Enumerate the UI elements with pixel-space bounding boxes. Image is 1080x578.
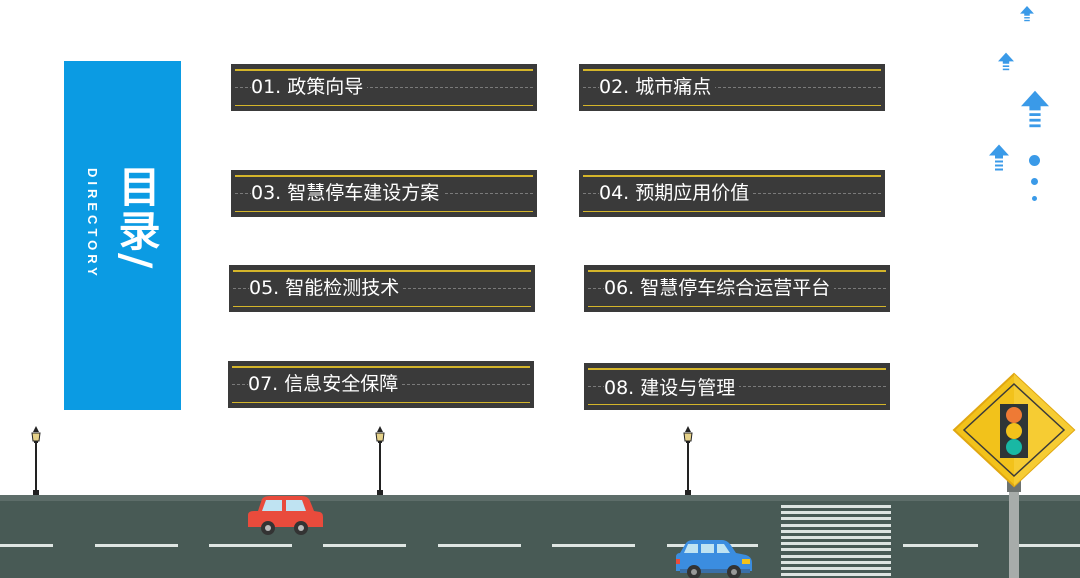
lane-marking bbox=[323, 544, 406, 547]
toc-item-label: 03. 智慧停车建设方案 bbox=[251, 180, 444, 206]
accent-line bbox=[583, 104, 881, 106]
toc-item-label: 01. 政策向导 bbox=[251, 74, 368, 100]
accent-line bbox=[588, 403, 886, 405]
street-lamp-icon bbox=[683, 426, 693, 496]
dot-icon bbox=[1029, 155, 1040, 166]
toc-item-06[interactable]: 06. 智慧停车综合运营平台 bbox=[584, 265, 890, 312]
accent-line bbox=[583, 210, 881, 212]
toc-item-label: 06. 智慧停车综合运营平台 bbox=[604, 275, 835, 301]
accent-line bbox=[583, 175, 881, 177]
toc-item-04[interactable]: 04. 预期应用价值 bbox=[579, 170, 885, 217]
blue-car-icon bbox=[676, 540, 752, 578]
toc-item-label: 07. 信息安全保障 bbox=[248, 371, 403, 397]
dot-icon bbox=[1032, 196, 1037, 201]
lane-marking bbox=[209, 544, 292, 547]
lane-marking bbox=[903, 544, 978, 547]
directory-title: 目录/ bbox=[112, 165, 161, 271]
arrow-up-icon bbox=[989, 144, 1009, 171]
arrow-up-icon bbox=[998, 52, 1014, 71]
toc-item-label: 08. 建设与管理 bbox=[604, 375, 740, 401]
lane-marking bbox=[95, 544, 178, 547]
toc-item-label: 05. 智能检测技术 bbox=[249, 275, 404, 301]
toc-item-label: 02. 城市痛点 bbox=[599, 74, 716, 100]
toc-item-05[interactable]: 05. 智能检测技术 bbox=[229, 265, 535, 312]
street-lamp-icon bbox=[375, 426, 385, 496]
traffic-light-sign-icon bbox=[952, 372, 1076, 578]
accent-line bbox=[233, 270, 531, 272]
dashed-line bbox=[235, 87, 533, 88]
red-car-icon bbox=[248, 496, 323, 535]
accent-line bbox=[235, 69, 533, 71]
lane-marking bbox=[438, 544, 521, 547]
lane-marking bbox=[0, 544, 53, 547]
toc-item-08[interactable]: 08. 建设与管理 bbox=[584, 363, 890, 410]
accent-line bbox=[588, 368, 886, 370]
directory-subtitle: DIRECTORY bbox=[85, 168, 100, 280]
accent-line bbox=[232, 401, 530, 403]
accent-line bbox=[232, 366, 530, 368]
lane-marking bbox=[1018, 544, 1080, 547]
dot-icon bbox=[1031, 178, 1038, 185]
toc-item-label: 04. 预期应用价值 bbox=[599, 180, 754, 206]
arrow-up-icon bbox=[1021, 90, 1049, 128]
toc-item-07[interactable]: 07. 信息安全保障 bbox=[228, 361, 534, 408]
street-lamp-icon bbox=[31, 426, 41, 496]
arrow-up-icon bbox=[1020, 6, 1034, 22]
toc-item-03[interactable]: 03. 智慧停车建设方案 bbox=[231, 170, 537, 217]
directory-panel bbox=[64, 61, 181, 410]
dashed-line bbox=[583, 87, 881, 88]
crosswalk bbox=[781, 505, 891, 578]
accent-line bbox=[588, 270, 886, 272]
accent-line bbox=[235, 175, 533, 177]
accent-line bbox=[583, 69, 881, 71]
accent-line bbox=[233, 305, 531, 307]
lane-marking bbox=[552, 544, 635, 547]
accent-line bbox=[235, 210, 533, 212]
accent-line bbox=[235, 104, 533, 106]
road bbox=[0, 495, 1080, 578]
toc-item-01[interactable]: 01. 政策向导 bbox=[231, 64, 537, 111]
accent-line bbox=[588, 305, 886, 307]
road-curb bbox=[0, 495, 1080, 501]
toc-item-02[interactable]: 02. 城市痛点 bbox=[579, 64, 885, 111]
